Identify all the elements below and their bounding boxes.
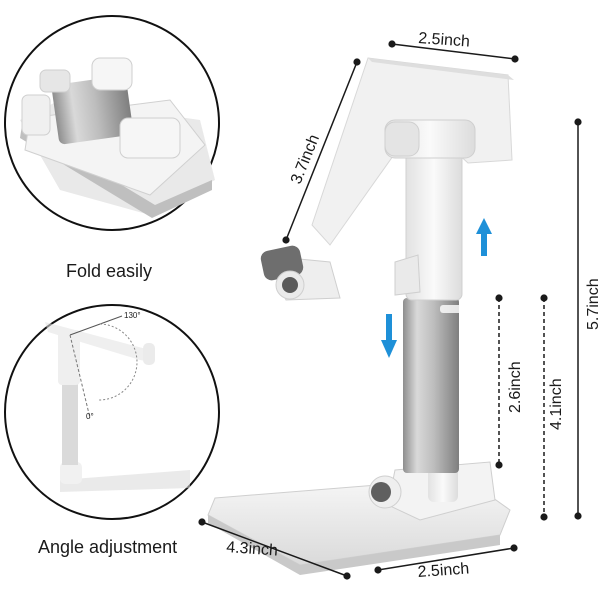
angle-max-label: 130°: [124, 311, 141, 320]
dimension-lines: [198, 40, 582, 580]
angle-caption: Angle adjustment: [38, 537, 178, 557]
dim-label-mid-height: 4.1inch: [548, 378, 565, 430]
angle-inset: 130° 0°: [4, 304, 220, 520]
dim-line-base-width: [374, 544, 518, 574]
angle-min-label: 0°: [86, 412, 94, 421]
dim-line-holder-length: [282, 58, 361, 244]
dim-label-top-width: 2.5inch: [418, 30, 471, 51]
dim-label-base-length: 4.3inch: [226, 539, 279, 560]
angle-arc: [97, 323, 138, 401]
hinge-knob-upper: [282, 277, 298, 293]
dim-line-base-length: [198, 518, 351, 580]
angle-line-min: [69, 334, 91, 419]
dim-line-top-width: [388, 40, 519, 63]
main-stand-image: [207, 57, 514, 575]
dim-label-total-height: 5.7inch: [585, 278, 600, 330]
fold-inset: [4, 15, 220, 231]
folded-stand-image: [20, 57, 215, 218]
down-arrow-icon: [381, 314, 397, 358]
stand-rod: [403, 298, 459, 473]
phone-hook-right: [394, 254, 421, 296]
hinge-knob-lower: [371, 482, 391, 502]
up-arrow-icon: [476, 218, 492, 256]
angle-line-max: [69, 315, 123, 336]
dim-label-rod-height: 2.6inch: [507, 361, 524, 413]
angle-stand-image: [45, 322, 190, 492]
fold-caption: Fold easily: [66, 261, 153, 281]
dim-label-base-width: 2.5inch: [417, 560, 470, 581]
